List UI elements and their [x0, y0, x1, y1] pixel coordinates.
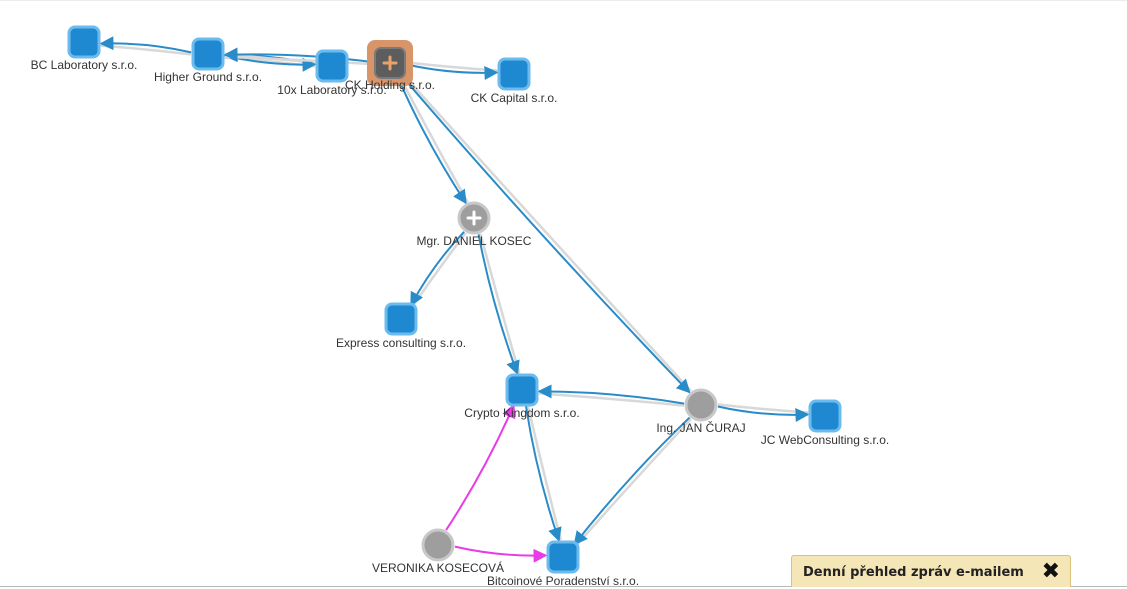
person-node-icon[interactable]	[684, 388, 718, 422]
edge-vk-to-crk[interactable]	[445, 403, 516, 531]
node-x10[interactable]: 10x Laboratory s.r.o.	[277, 49, 387, 97]
node-label: VERONIKA KOSECOVÁ	[372, 560, 504, 575]
node-dk[interactable]: Mgr. DANIEL KOSEC	[417, 201, 532, 248]
company-node-icon[interactable]	[546, 540, 580, 574]
edge-ckh-to-jc[interactable]	[400, 74, 691, 394]
edge-ckh-to-hg[interactable]	[223, 47, 374, 64]
node-label: Crypto Kingdom s.r.o.	[464, 406, 579, 420]
edge-hg-to-bc[interactable]	[99, 36, 192, 54]
edge-ckh-to-dk[interactable]	[397, 77, 467, 205]
edge-crk-to-bpo[interactable]	[525, 406, 562, 542]
edge-shadow	[224, 55, 374, 66]
edge-shadow	[398, 76, 469, 203]
company-node-icon[interactable]	[315, 49, 349, 83]
edge-shadow	[479, 233, 521, 374]
expand-plus-icon[interactable]	[466, 210, 482, 226]
node-bc[interactable]: BC Laboratory s.r.o.	[31, 25, 138, 72]
node-crk[interactable]: Crypto Kingdom s.r.o.	[464, 373, 580, 420]
edge-shadow	[574, 418, 692, 547]
node-jc[interactable]: Ing. JAN ČURAJ	[656, 388, 746, 435]
company-node-icon[interactable]	[505, 373, 539, 407]
company-node-icon[interactable]	[808, 399, 842, 433]
node-ckh[interactable]: CK Holding s.r.o.	[345, 40, 435, 92]
node-vk[interactable]: VERONIKA KOSECOVÁ	[372, 528, 504, 575]
daily-email-digest-banner[interactable]: Denní přehled zpráv e-mailem ✖	[791, 555, 1071, 587]
node-ckc[interactable]: CK Capital s.r.o.	[471, 57, 558, 105]
daily-email-digest-label[interactable]: Denní přehled zpráv e-mailem	[803, 565, 1024, 580]
edge-jc-to-bpo[interactable]	[573, 416, 691, 546]
node-label: Bitcoinové Poradenství s.r.o.	[487, 574, 639, 588]
bottom-border	[0, 586, 1127, 587]
company-node-icon[interactable]	[191, 37, 225, 71]
node-label: Higher Ground s.r.o.	[154, 70, 262, 84]
node-label: Express consulting s.r.o.	[336, 336, 466, 350]
node-label: Ing. JAN ČURAJ	[656, 420, 745, 435]
edge-dk-to-exp[interactable]	[410, 231, 465, 307]
edge-dk-to-crk[interactable]	[477, 234, 520, 375]
node-label: CK Holding s.r.o.	[345, 78, 435, 92]
node-label: BC Laboratory s.r.o.	[31, 58, 138, 72]
node-hg[interactable]: Higher Ground s.r.o.	[154, 37, 262, 84]
company-node-icon[interactable]	[67, 25, 101, 59]
edge-shadow	[526, 405, 563, 541]
company-node-icon[interactable]	[384, 302, 418, 336]
edge-jc-to-crk[interactable]	[537, 384, 685, 405]
node-label: Mgr. DANIEL KOSEC	[417, 234, 532, 248]
node-bpo[interactable]: Bitcoinové Poradenství s.r.o.	[487, 540, 639, 588]
close-icon[interactable]: ✖	[1041, 559, 1060, 584]
node-jcw[interactable]: JC WebConsulting s.r.o.	[761, 399, 890, 447]
node-exp[interactable]: Express consulting s.r.o.	[336, 302, 466, 350]
nodes-layer: BC Laboratory s.r.o. Higher Ground s.r.o.…	[31, 25, 890, 588]
person-node-icon[interactable]	[421, 528, 455, 562]
node-label: JC WebConsulting s.r.o.	[761, 433, 890, 447]
company-node-icon[interactable]	[497, 57, 531, 91]
edge-vk-to-bpo[interactable]	[454, 545, 548, 563]
edge-shadow	[401, 73, 692, 392]
edge-ckh-to-ckc[interactable]	[406, 63, 499, 81]
edge-shadow	[538, 392, 685, 407]
edges-layer	[99, 36, 810, 563]
expand-plus-icon[interactable]	[382, 55, 398, 71]
node-label: CK Capital s.r.o.	[471, 91, 558, 105]
edge-jc-to-jcw[interactable]	[717, 405, 810, 423]
node-label: 10x Laboratory s.r.o.	[277, 83, 386, 97]
top-border	[0, 0, 1127, 1]
